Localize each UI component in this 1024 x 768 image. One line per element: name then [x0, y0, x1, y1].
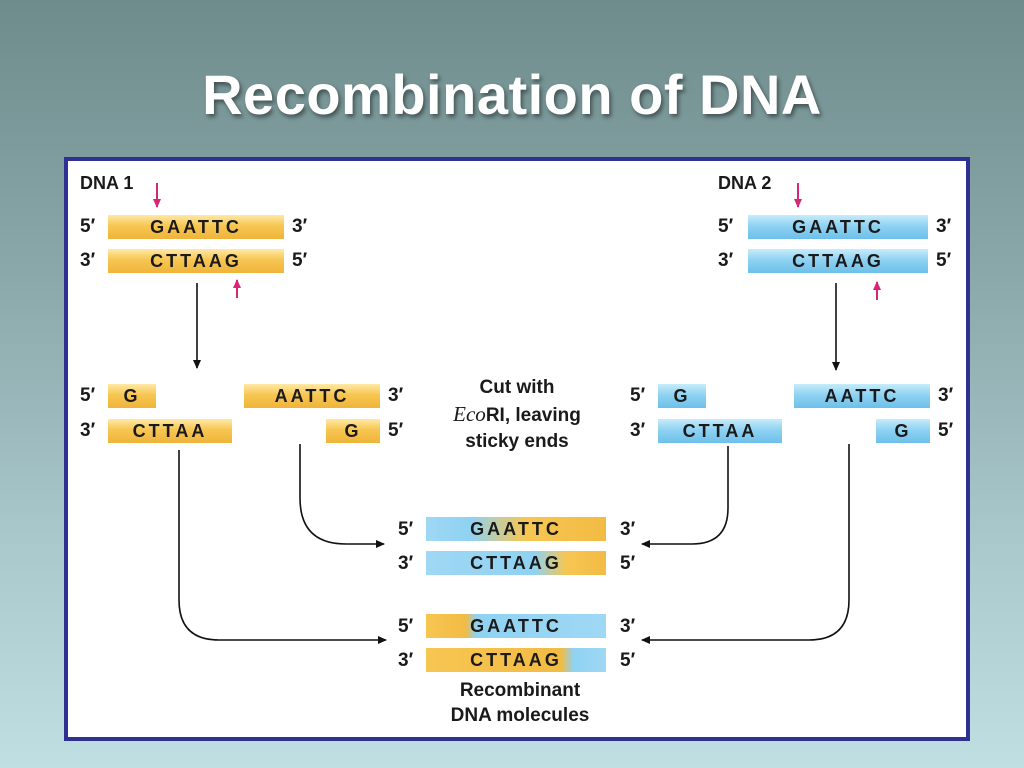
dna2-bottom-3prime: 3′: [718, 250, 734, 271]
dna1-cut-left-3prime: 3′: [80, 420, 96, 441]
cut-caption-line3: sticky ends: [465, 431, 569, 452]
dna2-cut-left-top: G: [658, 384, 706, 408]
rec1-top-part-a: G: [470, 519, 488, 539]
cut-caption: Cut with EcoRI, leaving sticky ends: [432, 375, 602, 455]
dna1-top-strand: GAATTC: [108, 215, 284, 239]
dna2-bottom-5prime: 5′: [936, 250, 952, 271]
dna1-left-fragment-to-rec2-arrow: [178, 450, 387, 644]
dna2-cut-right-bottom: G: [876, 419, 930, 443]
dna2-cut-left-5prime: 5′: [630, 385, 646, 406]
rec2-top-part-b: AATTC: [487, 616, 562, 636]
dna2-right-fragment-to-rec2-arrow: [641, 444, 850, 644]
rec1-top-3prime: 3′: [620, 519, 636, 540]
dna1-cut-right-bottom: G: [326, 419, 380, 443]
rec1-bottom-part-a: CTTAA: [470, 553, 545, 573]
enzyme-name-rest: RI, leaving: [485, 405, 581, 426]
rec2-bottom-strand: CTTAAG: [426, 648, 606, 672]
recombinant-caption-line1: Recombinant: [459, 680, 581, 701]
dna1-cut-left-5prime: 5′: [80, 385, 96, 406]
dna1-right-fragment-to-rec1-arrow: [299, 444, 385, 548]
rec1-bottom-strand: CTTAAG: [426, 551, 606, 575]
rec2-bottom-part-a: CTTAA: [470, 650, 545, 670]
rec1-bottom-part-b: G: [544, 553, 562, 573]
rec1-top-part-b: AATTC: [487, 519, 562, 539]
dna2-bottom-strand: CTTAAG: [748, 249, 928, 273]
dna1-cut-right-top: AATTC: [244, 384, 380, 408]
dna2-left-fragment-to-rec1-arrow: [641, 446, 729, 548]
dna2-cut-left-bottom: CTTAA: [658, 419, 782, 443]
dna1-bottom-5prime: 5′: [292, 250, 308, 271]
enzyme-name-italic: Eco: [453, 402, 486, 426]
dna2-label: DNA 2: [718, 173, 772, 193]
dna1-bottom-strand: CTTAAG: [108, 249, 284, 273]
dna1-cut-left-bottom: CTTAA: [108, 419, 232, 443]
rec1-bottom-3prime: 3′: [398, 553, 414, 574]
dna1-cut-right-5prime: 5′: [388, 420, 404, 441]
dna2-cut-right-3prime: 3′: [938, 385, 954, 406]
dna1-cut-left-top: G: [108, 384, 156, 408]
dna1-bottom-3prime: 3′: [80, 250, 96, 271]
rec2-bottom-5prime: 5′: [620, 650, 636, 671]
dna1-top-3prime: 3′: [292, 216, 308, 237]
rec2-bottom-3prime: 3′: [398, 650, 414, 671]
dna2-cut-left-3prime: 3′: [630, 420, 646, 441]
recombinant-caption: Recombinant DNA molecules: [420, 678, 620, 728]
cut-caption-line1: Cut with: [479, 377, 555, 398]
rec1-bottom-5prime: 5′: [620, 553, 636, 574]
slide-title: Recombination of DNA: [202, 63, 822, 126]
dna2-top-5prime: 5′: [718, 216, 734, 237]
dna1-label: DNA 1: [80, 173, 134, 193]
dna2-cut-right-top: AATTC: [794, 384, 930, 408]
dna2-top-3prime: 3′: [936, 216, 952, 237]
rec2-bottom-part-b: G: [544, 650, 562, 670]
rec2-top-5prime: 5′: [398, 616, 414, 637]
rec1-top-5prime: 5′: [398, 519, 414, 540]
rec2-top-part-a: G: [470, 616, 488, 636]
dna2-cut-right-5prime: 5′: [938, 420, 954, 441]
dna1-top-5prime: 5′: [80, 216, 96, 237]
rec2-top-strand: GAATTC: [426, 614, 606, 638]
dna2-top-strand: GAATTC: [748, 215, 928, 239]
recombinant-caption-line2: DNA molecules: [450, 705, 590, 726]
rec2-top-3prime: 3′: [620, 616, 636, 637]
rec1-top-strand: GAATTC: [426, 517, 606, 541]
dna1-cut-right-3prime: 3′: [388, 385, 404, 406]
